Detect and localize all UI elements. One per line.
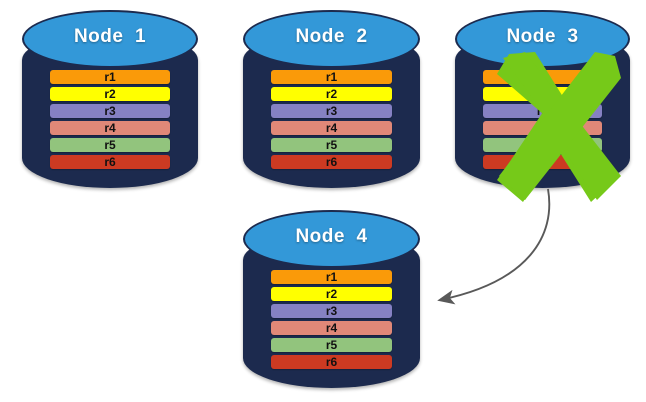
record-stack: r1 r2 r3 r4 r5 r6 xyxy=(271,70,392,169)
record-bar-r1[interactable]: r1 xyxy=(271,270,392,284)
record-bar-r4[interactable]: r4 xyxy=(483,121,602,135)
record-bar-r5[interactable]: r5 xyxy=(483,138,602,152)
arrow-node3-to-node4 xyxy=(437,188,551,305)
node-3[interactable]: Node 3 r1 r2 r3 r4 r5 r6 xyxy=(455,10,630,202)
record-stack: r1 r2 r3 r4 r5 r6 xyxy=(50,70,170,169)
cylinder-top xyxy=(243,210,420,268)
node-2[interactable]: Node 2 r1 r2 r3 r4 r5 r6 xyxy=(243,10,420,188)
node-1[interactable]: Node 1 r1 r2 r3 r4 r5 r6 xyxy=(22,10,198,188)
node-title: Node 3 xyxy=(506,26,579,47)
record-bar-r3[interactable]: r3 xyxy=(271,304,392,318)
record-bar-r5[interactable]: r5 xyxy=(271,138,392,152)
record-bar-r4[interactable]: r4 xyxy=(50,121,170,135)
record-bar-r2[interactable]: r2 xyxy=(271,287,392,301)
record-bar-r6[interactable]: r6 xyxy=(483,155,602,169)
node-title: Node 2 xyxy=(295,26,368,47)
record-bar-r4[interactable]: r4 xyxy=(271,321,392,335)
record-bar-r6[interactable]: r6 xyxy=(271,355,392,369)
record-bar-r3[interactable]: r3 xyxy=(483,104,602,118)
cylinder-top xyxy=(22,10,198,68)
record-bar-r2[interactable]: r2 xyxy=(50,87,170,101)
record-bar-r1[interactable]: r1 xyxy=(50,70,170,84)
node-title: Node 4 xyxy=(295,226,368,247)
record-bar-r2[interactable]: r2 xyxy=(271,87,392,101)
record-stack: r1 r2 r3 r4 r5 r6 xyxy=(271,270,392,369)
record-bar-r5[interactable]: r5 xyxy=(50,138,170,152)
record-bar-r6[interactable]: r6 xyxy=(271,155,392,169)
node-title: Node 1 xyxy=(73,26,147,47)
record-bar-r3[interactable]: r3 xyxy=(50,104,170,118)
record-stack: r1 r2 r3 r4 r5 r6 xyxy=(483,70,602,169)
record-bar-r5[interactable]: r5 xyxy=(271,338,392,352)
record-bar-r2[interactable]: r2 xyxy=(483,87,602,101)
record-bar-r4[interactable]: r4 xyxy=(271,121,392,135)
record-bar-r1[interactable]: r1 xyxy=(483,70,602,84)
record-bar-r3[interactable]: r3 xyxy=(271,104,392,118)
record-bar-r6[interactable]: r6 xyxy=(50,155,170,169)
record-bar-r1[interactable]: r1 xyxy=(271,70,392,84)
cylinder-top xyxy=(243,10,420,68)
node-4[interactable]: Node 4 r1 r2 r3 r4 r5 r6 xyxy=(243,210,420,388)
